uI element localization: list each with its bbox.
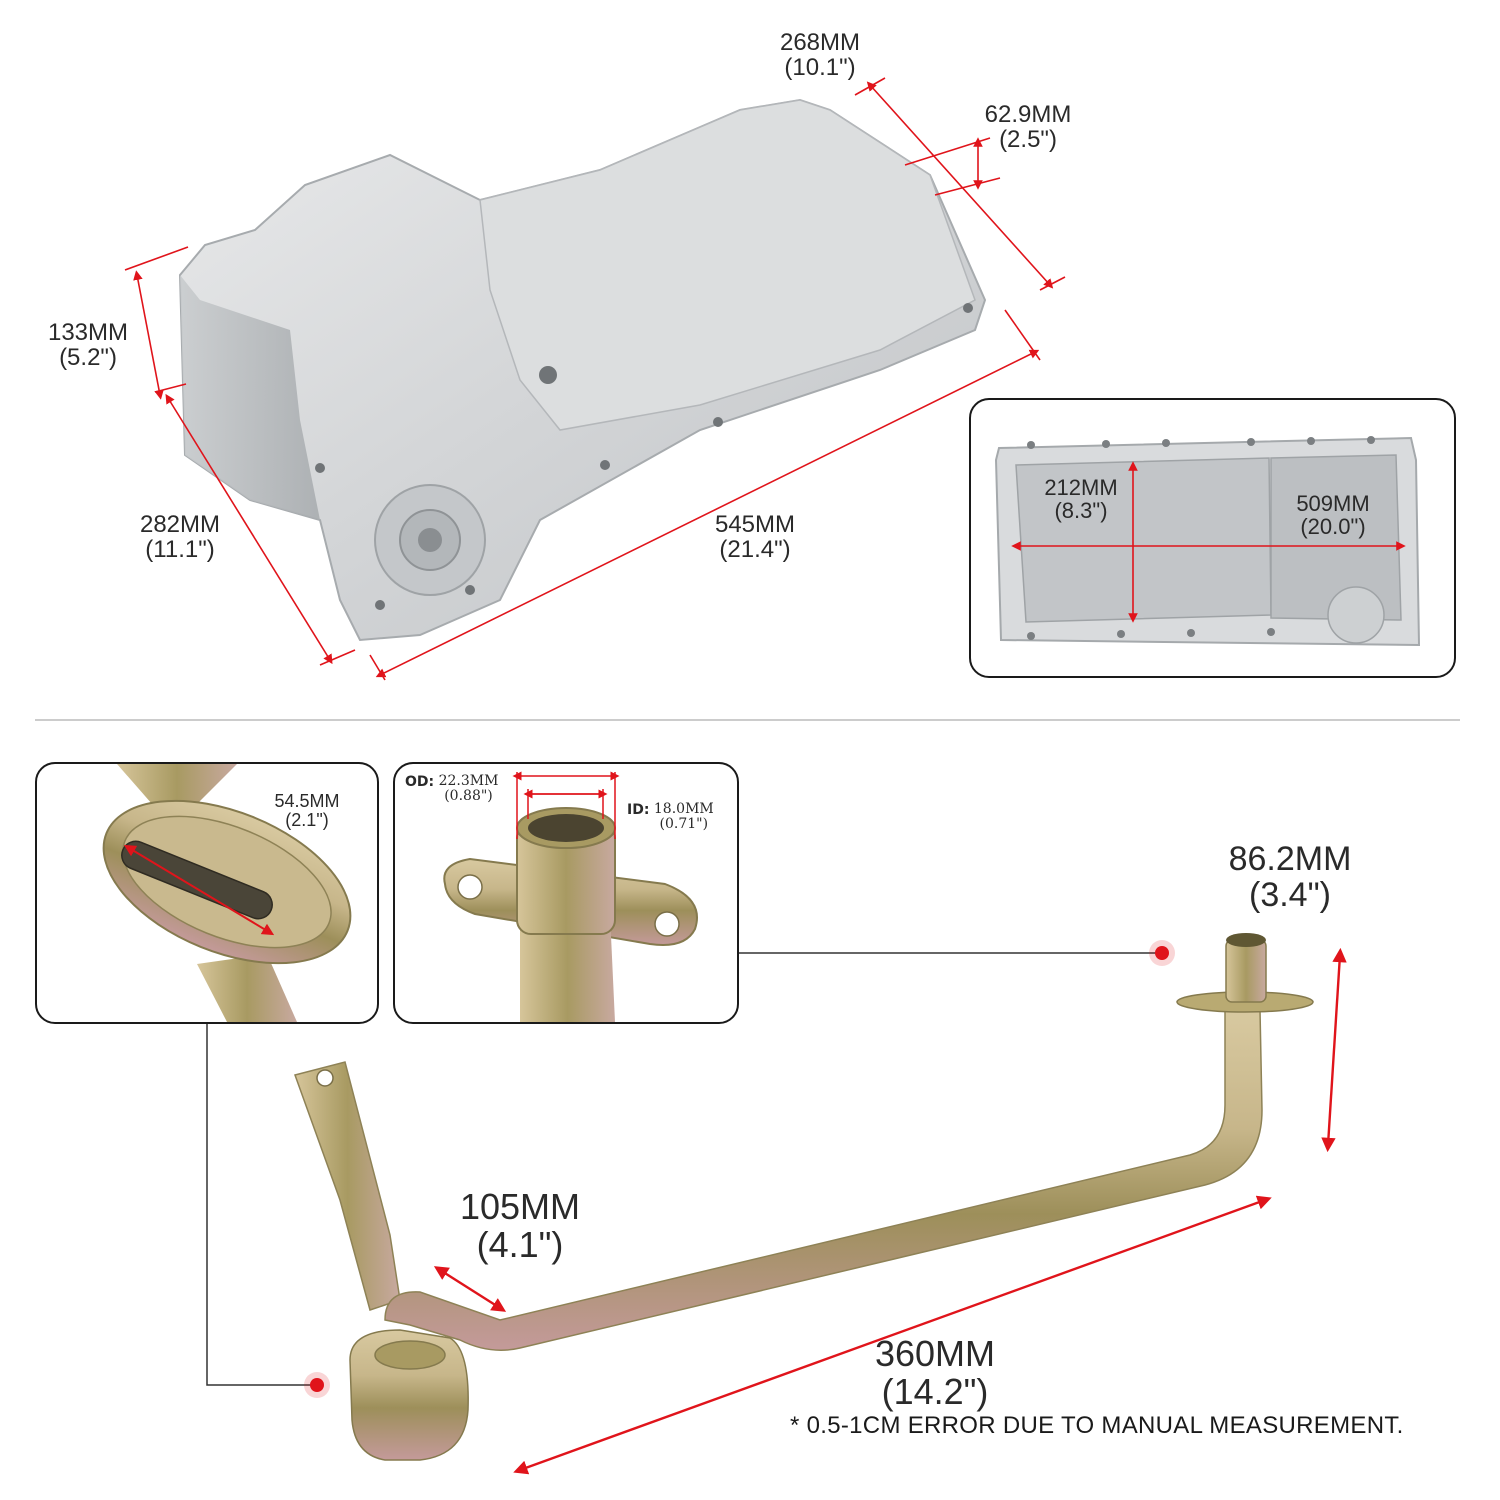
- dim-length-in: (21.4"): [719, 536, 791, 564]
- inside-view-inset: 212MM (8.3") 509MM (20.0"): [969, 398, 1456, 678]
- tube-end-inset: OD: 22.3MM (0.88") ID: 18.0MM (0.71"): [393, 762, 739, 1024]
- id-prefix: ID:: [627, 802, 650, 818]
- dim-flange: 62.9MM (2.5"): [968, 101, 1088, 154]
- od-in: (0.88"): [444, 787, 493, 804]
- screen-dim-in: (2.1"): [285, 809, 329, 830]
- dim-length-mm: 545MM: [714, 511, 796, 538]
- tube-dim-riser-in: (3.4"): [1249, 875, 1331, 914]
- inside-dim-width: 212MM (8.3"): [1031, 476, 1131, 522]
- dim-flange-mm: 62.9MM: [984, 101, 1072, 128]
- dim-flange-in: (2.5"): [999, 126, 1057, 154]
- callout-lines: [206, 952, 1160, 1386]
- oil-pan-image: [178, 98, 987, 642]
- tube-dim-run-in: (14.2"): [881, 1370, 989, 1412]
- dim-width-top-in: (10.1"): [784, 54, 856, 82]
- tube-dim-offset-mm: 105MM: [459, 1186, 581, 1227]
- inside-view-image: [994, 436, 1421, 647]
- id-mm: 18.0MM: [653, 801, 714, 817]
- inside-dim-length: 509MM (20.0"): [1283, 492, 1383, 538]
- tube-dim-riser-mm: 86.2MM: [1228, 840, 1352, 878]
- tube-dim-riser: 86.2MM (3.4"): [1200, 840, 1380, 914]
- dim-height: 133MM (5.2"): [28, 319, 148, 372]
- measurement-footnote: * 0.5-1CM ERROR DUE TO MANUAL MEASUREMEN…: [790, 1412, 1404, 1439]
- dim-depth-in: (11.1"): [145, 536, 215, 564]
- inside-dim-width-mm: 212MM: [1044, 475, 1118, 500]
- dim-height-in: (5.2"): [59, 344, 117, 372]
- id-in: (0.71"): [659, 815, 709, 832]
- tube-dim-run-mm: 360MM: [874, 1333, 996, 1374]
- dim-length: 545MM (21.4"): [695, 511, 815, 564]
- tube-dim-offset: 105MM (4.1"): [430, 1188, 610, 1264]
- dim-depth: 282MM (11.1"): [120, 511, 240, 564]
- inside-dim-width-in: (8.3"): [1054, 498, 1108, 524]
- od-prefix: OD:: [405, 774, 435, 790]
- id-label: ID: 18.0MM (0.71"): [627, 802, 737, 831]
- pan-dimension-lines: [124, 77, 1066, 681]
- screen-dim-mm: 54.5MM: [274, 791, 340, 811]
- dim-width-top: 268MM (10.1"): [760, 29, 880, 82]
- pickup-tube-image: [294, 933, 1314, 1461]
- dim-height-mm: 133MM: [47, 319, 129, 346]
- dim-width-top-mm: 268MM: [779, 29, 861, 56]
- dim-depth-mm: 282MM: [139, 511, 221, 538]
- od-mm: 22.3MM: [438, 773, 499, 789]
- callout-dots: [304, 940, 1175, 1398]
- tube-dim-run: 360MM (14.2"): [845, 1335, 1025, 1411]
- pickup-screen-inset: 54.5MM (2.1"): [35, 762, 379, 1024]
- inside-dim-length-mm: 509MM: [1296, 491, 1370, 516]
- pickup-screen-image: [102, 764, 352, 1022]
- tube-end-image: [443, 771, 698, 1022]
- inside-dim-length-in: (20.0"): [1300, 514, 1366, 540]
- tube-dim-offset-in: (4.1"): [476, 1223, 564, 1265]
- od-label: OD: 22.3MM (0.88"): [405, 774, 515, 803]
- tube-dimension-lines: [433, 947, 1347, 1475]
- screen-dim: 54.5MM (2.1"): [252, 792, 362, 830]
